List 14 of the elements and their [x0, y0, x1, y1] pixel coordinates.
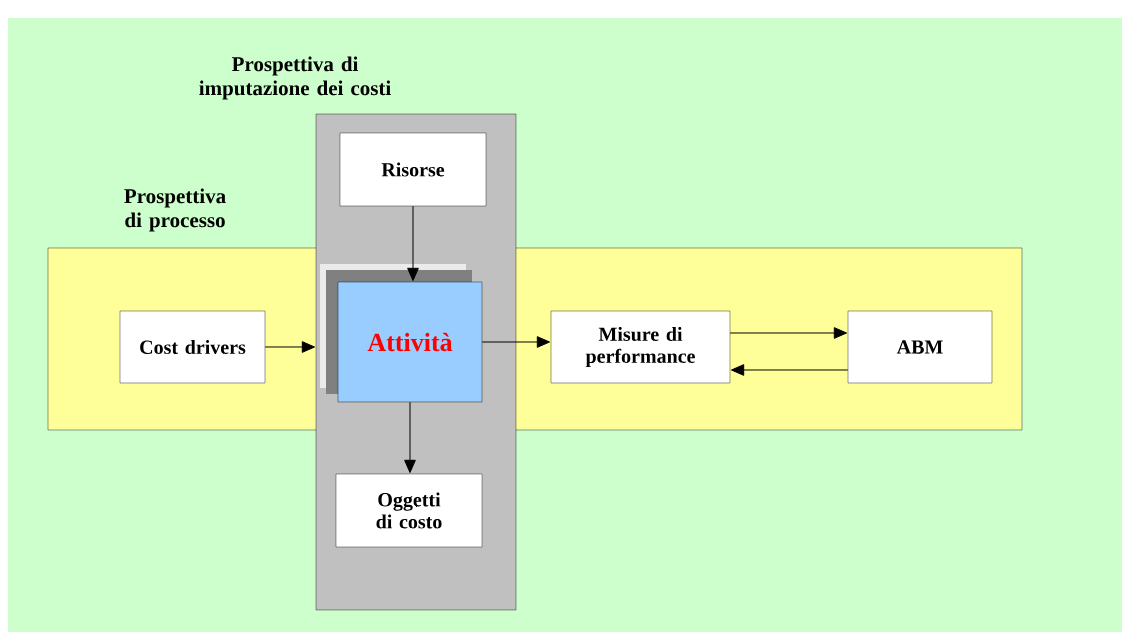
arrow: [264, 341, 316, 353]
arrow: [404, 401, 416, 473]
process-box: Oggetti di costo: [335, 473, 483, 548]
arrow: [407, 205, 419, 282]
arrow: [729, 327, 848, 339]
node-label: Prospettiva di processo: [124, 188, 226, 232]
node-label: Prospettiva di imputazione dei costi: [199, 56, 391, 100]
arrow: [481, 336, 551, 348]
process-box: Misure di performance: [550, 310, 731, 384]
process-box: Cost drivers: [119, 310, 266, 384]
process-box: ABM: [847, 310, 993, 384]
process-box: Risorse: [339, 132, 487, 207]
arrow: [730, 364, 849, 376]
activity-box: Attività: [320, 264, 483, 403]
